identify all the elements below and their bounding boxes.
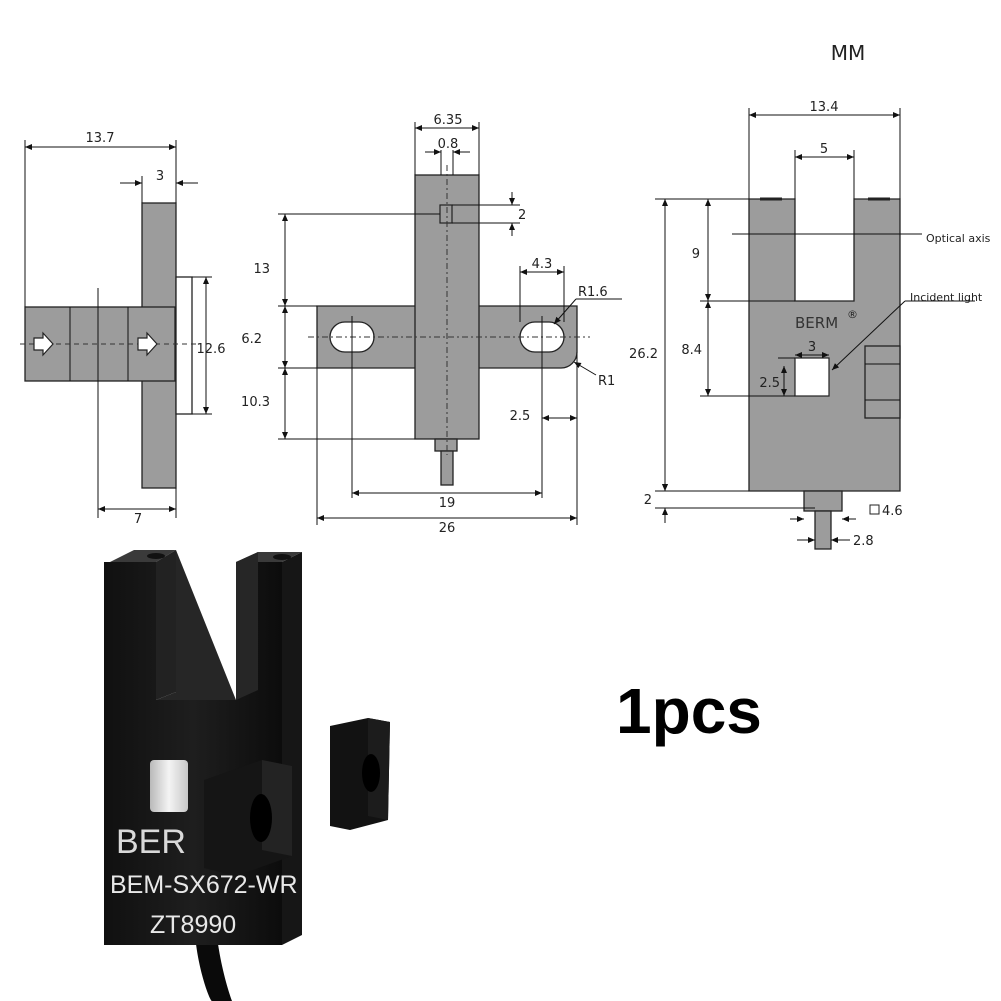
back-brand: BERM [795, 314, 838, 332]
sensor-model: BEM-SX672-WR [110, 871, 298, 899]
dim-front-hole-pitch: 19 [439, 496, 456, 511]
window [794, 357, 830, 397]
dim-side-base: 7 [134, 512, 142, 527]
back-pin [814, 510, 832, 550]
side-view: 13.7 3 12.6 7 [20, 131, 225, 527]
sensor-code: ZT8990 [150, 911, 236, 939]
dim-back-window-pos: 8.4 [681, 343, 702, 358]
back-registered: ® [847, 308, 858, 321]
dim-front-edge: 2.5 [510, 409, 531, 424]
dim-back-slot-depth: 9 [692, 247, 700, 262]
sensor-photo: BER BEM-SX672-WR ZT8990 [104, 550, 390, 1001]
dim-back-slot-width: 5 [820, 142, 828, 157]
back-body [748, 198, 901, 492]
dim-back-lead-len: 2 [644, 493, 652, 508]
unit-label: MM [831, 41, 866, 65]
dim-front-height-top: 13 [253, 262, 270, 277]
dim-back-pin: 2.8 [853, 534, 874, 549]
dim-front-total-width: 26 [439, 521, 456, 536]
dim-front-hole-width: 4.3 [532, 257, 553, 272]
dim-front-slot: 0.8 [438, 137, 459, 152]
optical-axis-label: Optical axis [926, 232, 991, 245]
sensor-lens [150, 760, 188, 812]
front-pin [440, 450, 454, 486]
dim-front-top-width: 6.35 [434, 113, 463, 128]
dim-back-height-total: 26.2 [629, 347, 658, 362]
dim-back-window-h: 2.5 [759, 376, 780, 391]
dim-back-lead-box: 4.6 [882, 504, 903, 519]
dim-side-thickness: 3 [156, 169, 164, 184]
back-view: BERM ® 13.4 5 Optical axis 26.2 9 8.4 2.… [629, 100, 991, 550]
arrow-icon [33, 331, 54, 357]
quantity-label: 1pcs [616, 675, 762, 747]
dim-front-corner-radius: R1 [598, 374, 615, 389]
dim-front-hole-radius: R1.6 [578, 285, 608, 300]
dim-back-window-w: 3 [808, 340, 816, 355]
dim-front-height-bottom: 10.3 [241, 395, 270, 410]
sensor-brand: BER [116, 823, 186, 861]
dim-front-tab-height: 6.2 [241, 332, 262, 347]
dim-front-hole-offset: 2 [518, 208, 526, 223]
dim-back-width: 13.4 [810, 100, 839, 115]
incident-light-label: Incident light [910, 291, 983, 304]
arrow-icon [137, 331, 158, 357]
front-view: 6.35 0.8 2 13 6.2 10.3 4.3 R1.6 R1 [241, 113, 622, 536]
dim-side-width: 13.7 [86, 131, 115, 146]
dim-side-height: 12.6 [197, 342, 226, 357]
